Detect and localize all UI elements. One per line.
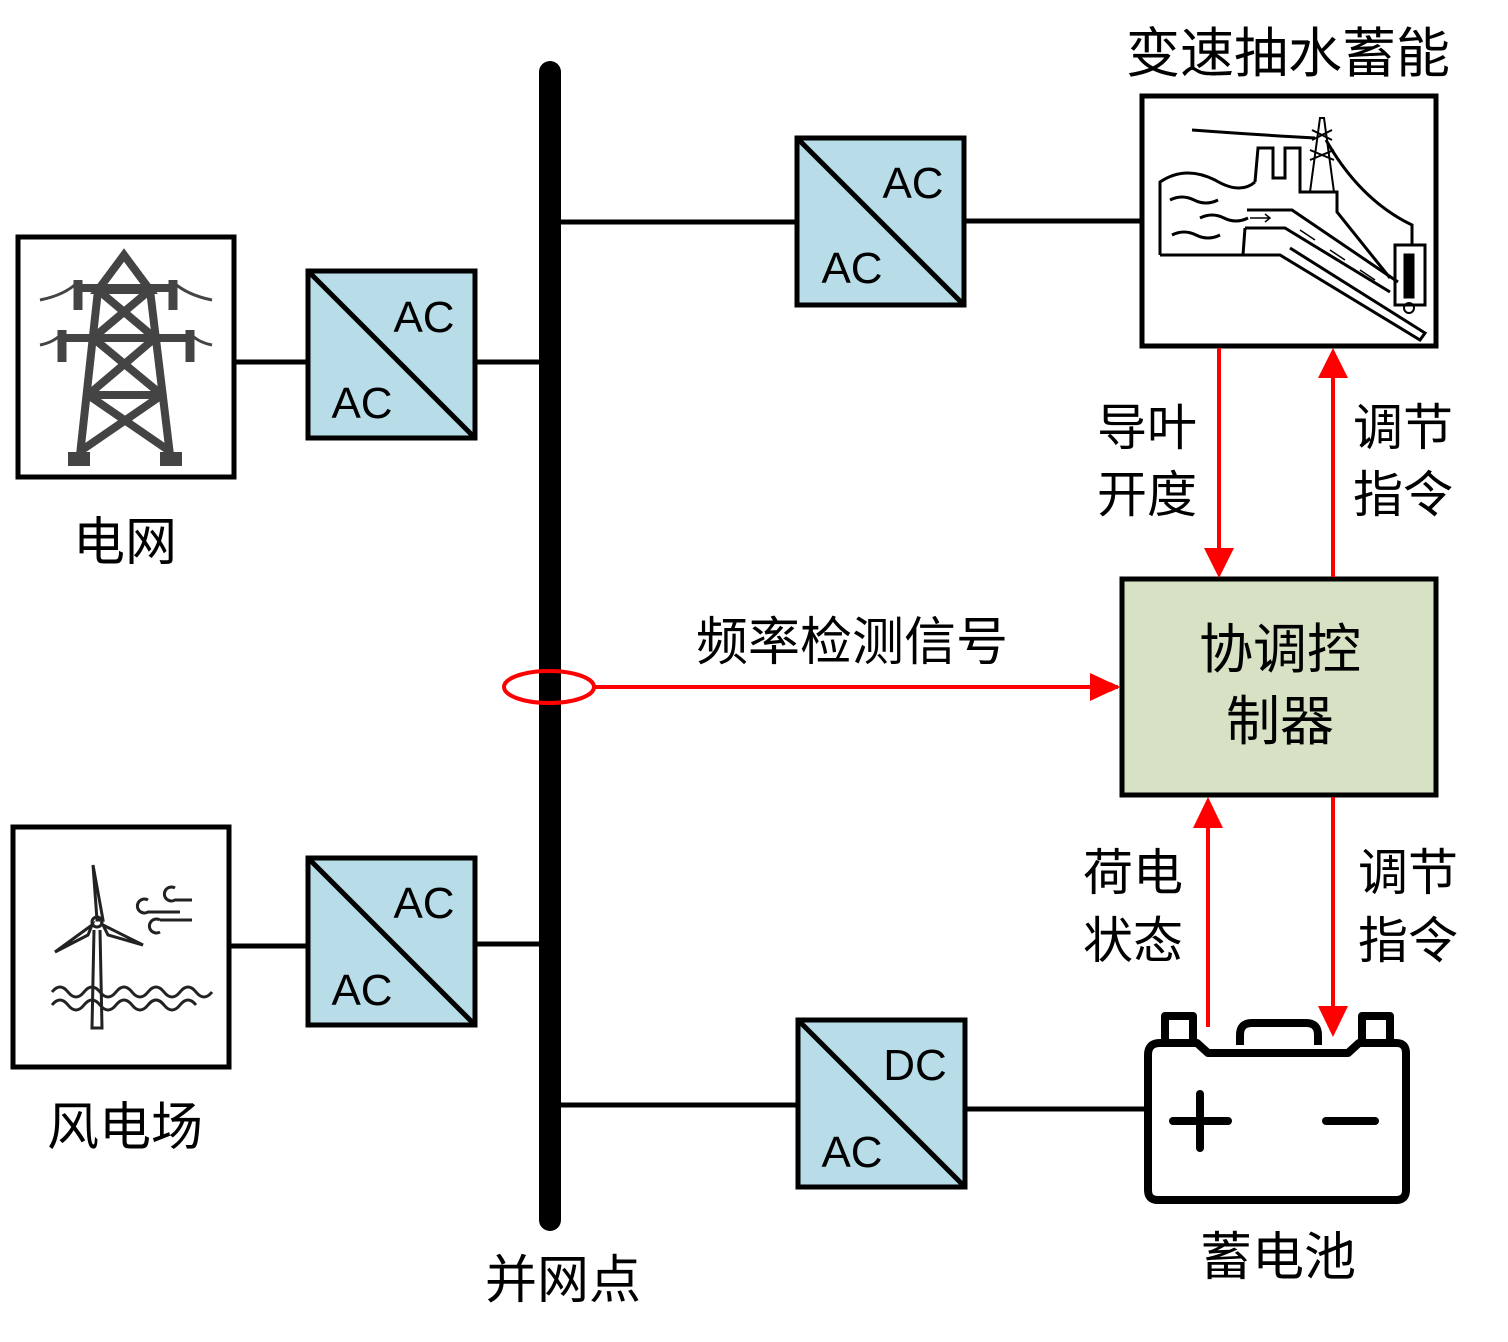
converter-top-label: AC [393,293,454,342]
soc-label-line2: 状态 [1083,912,1183,970]
frequency-signal-label: 频率检测信号 [696,613,1008,673]
guide-vane-label-line1: 导叶 [1097,399,1197,457]
converter-top-label: AC [882,159,943,208]
wind-farm-block: 风电场 [10,824,540,1158]
battery-dc-ac-converter: DC AC [795,1017,968,1190]
battery-command-label-line1: 调节 [1358,844,1458,902]
controller-label-line1: 协调控 [1199,618,1361,681]
frequency-arrowhead [1090,673,1120,701]
converter-bottom-label: AC [821,244,882,293]
guide-vane-arrowhead [1204,548,1234,578]
battery-command-arrowhead [1318,1006,1348,1037]
pumped-storage-title: 变速抽水蓄能 [1126,22,1450,85]
guide-vane-label-line2: 开度 [1097,466,1197,524]
pumped-icon-frame [1139,93,1439,349]
battery-command-label-line2: 指令 [1358,912,1458,970]
soc-arrowhead [1193,797,1223,828]
bus-label: 并网点 [485,1251,641,1311]
soc-label-line1: 荷电 [1083,844,1183,902]
battery-label: 蓄电池 [1200,1228,1356,1288]
pumped-hydro-plant-icon [1158,117,1428,343]
grid-ac-ac-converter: AC AC [305,268,478,441]
grid-label: 电网 [73,513,177,573]
pumped-ac-ac-converter: AC AC [794,135,967,308]
wind-farm-label: 风电场 [47,1098,203,1158]
wind-ac-ac-converter: AC AC [305,855,478,1028]
battery-positive-sign [1169,1090,1232,1152]
converter-bottom-label: AC [331,966,392,1015]
converter-bottom-label: AC [821,1128,882,1177]
battery-icon [1144,1012,1410,1204]
coordinated-controller: 协调控 制器 [1119,576,1439,798]
pumped-command-label-line2: 指令 [1353,466,1453,524]
transmission-tower-icon [39,248,213,466]
pumped-storage-block [1139,93,1439,349]
frequency-sensor-ring [502,669,596,705]
pumped-command-arrowhead [1318,348,1348,378]
converter-top-label: DC [883,1041,947,1090]
wind-icon-frame [10,824,232,1070]
controller-label-line2: 制器 [1226,690,1334,753]
grid-block: 电网 [15,234,540,573]
grid-icon-frame [15,234,237,480]
converter-top-label: AC [393,879,454,928]
pumped-command-label-line1: 调节 [1353,399,1453,457]
offshore-wind-turbine-icon [50,864,214,1030]
converter-bottom-label: AC [331,379,392,428]
